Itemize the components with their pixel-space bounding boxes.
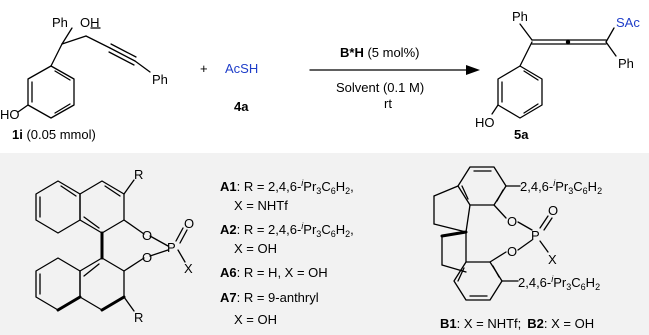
catalyst-a-o-bottom: O <box>142 250 152 265</box>
catalyst-a2-line1: A2: R = 2,4,6-iPr3C6H2, <box>220 221 354 239</box>
catalyst-b-o-bottom: O <box>507 244 517 259</box>
temperature-condition: rt <box>384 96 392 111</box>
catalyst-a6-line1: A6: R = H, X = OH <box>220 265 328 280</box>
reagent-name: AcSH <box>225 61 258 76</box>
catalyst-a-r-top: R <box>134 167 143 182</box>
catalyst-a7-line2: X = OH <box>234 312 277 327</box>
catalyst-a-legend: A1: R = 2,4,6-iPr3C6H2, X = NHTf A2: R =… <box>220 178 354 327</box>
catalyst-a-o-double: O <box>184 216 194 231</box>
reactant-id: 1i (0.05 mmol) <box>12 127 96 142</box>
product-thioacetate-label: SAc <box>616 15 640 30</box>
reactant-id-bold: 1i <box>12 127 23 142</box>
catalyst-loading: (5 mol%) <box>364 45 420 60</box>
catalyst-a-r-bottom: R <box>134 310 143 325</box>
catalyst-b-legend: B1: X = NHTf;B2: X = OH <box>440 316 594 331</box>
product-5a-structure <box>491 23 617 119</box>
catalyst-name: B*H <box>340 45 364 60</box>
catalyst-b-o-double: O <box>548 203 558 218</box>
catalyst-b-phosphorus: P <box>531 228 540 243</box>
reactant-phenol-ho-label: HO <box>0 107 20 122</box>
reactant-hydroxyl-label: OH <box>80 15 100 30</box>
catalyst-a1-line1: A1: R = 2,4,6-iPr3C6H2, <box>220 178 354 196</box>
catalyst-a7-line1: A7: R = 9-anthryl <box>220 290 319 305</box>
catalyst-b-aryl-bottom: 2,4,6-iPr3C6H2 <box>518 274 600 292</box>
reagent-id: 4a <box>234 99 249 114</box>
catalyst-a-structure <box>35 179 188 312</box>
catalyst-b-x: X <box>548 252 557 267</box>
product-id: 5a <box>514 127 529 142</box>
catalyst-condition: B*H (5 mol%) <box>340 45 419 60</box>
solvent-condition: Solvent (0.1 M) <box>336 80 424 95</box>
reactant-alkyne-phenyl-label: Ph <box>152 72 168 87</box>
reactant-phenyl-label: Ph <box>52 15 68 30</box>
catalyst-a-phosphorus: P <box>167 240 176 255</box>
catalyst-b-o-top: O <box>507 214 517 229</box>
product-phenol-ho-label: HO <box>475 115 495 130</box>
catalyst-b-aryl-top: 2,4,6-iPr3C6H2 <box>520 178 602 196</box>
catalyst-a-o-top: O <box>142 228 152 243</box>
catalyst-a-x: X <box>184 261 193 276</box>
reactant-1i-structure <box>17 27 151 119</box>
catalyst-a1-line2: X = NHTf <box>234 198 288 213</box>
product-phenyl-b-label: Ph <box>618 56 634 71</box>
catalyst-a2-line2: X = OH <box>234 241 277 256</box>
catalyst-b-structure <box>433 166 553 301</box>
reactant-id-amount: (0.05 mmol) <box>23 127 96 142</box>
reaction-arrow <box>309 65 480 75</box>
product-phenyl-label: Ph <box>512 9 528 24</box>
plus-sign: + <box>200 61 208 76</box>
